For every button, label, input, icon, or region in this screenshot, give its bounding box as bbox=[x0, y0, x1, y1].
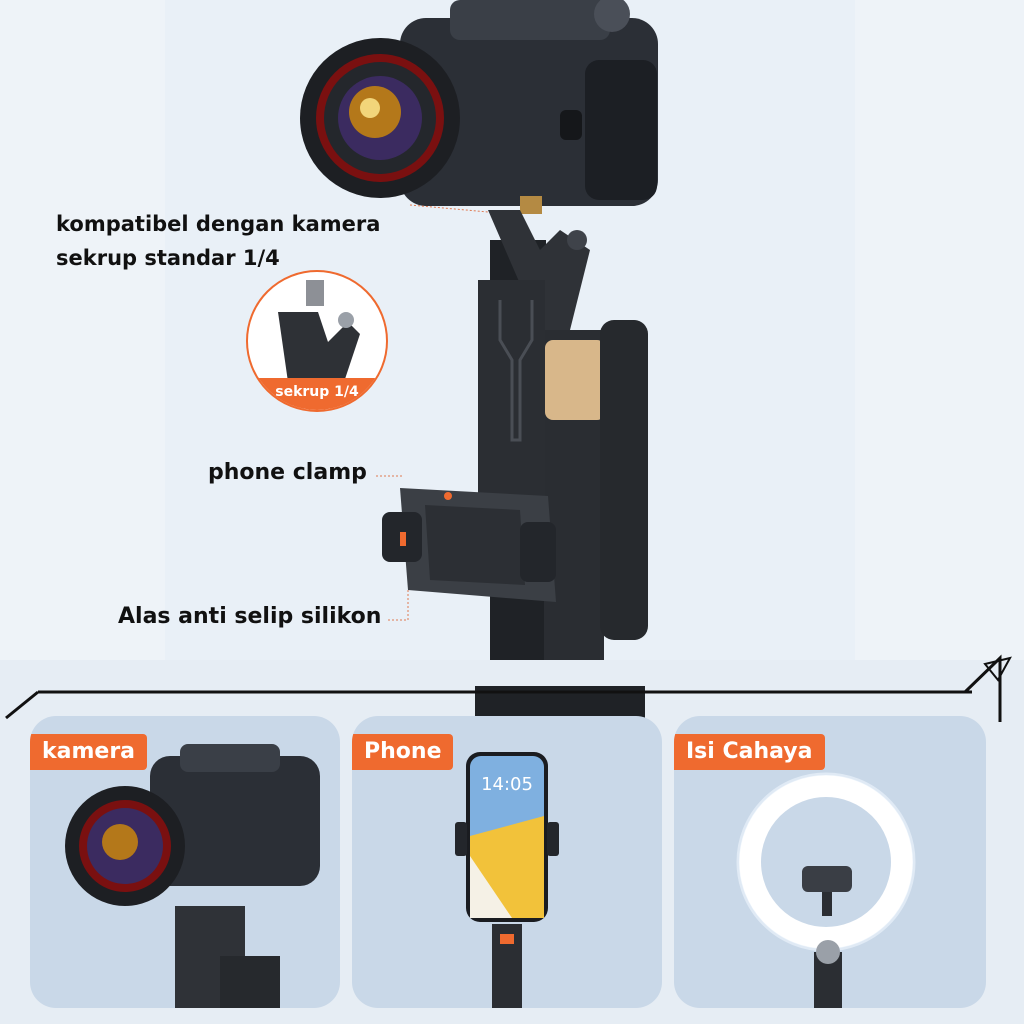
screw-compat-line2: sekrup standar 1/4 bbox=[56, 246, 280, 270]
phone-mode-illustration bbox=[455, 752, 559, 1008]
folding-mount bbox=[478, 210, 648, 640]
screw-compat-line1: kompatibel dengan kamera bbox=[56, 212, 381, 236]
card-tab-camera: kamera bbox=[30, 734, 148, 770]
mode-card-phone: 14:05 Phone bbox=[352, 716, 662, 1008]
phone-clamp-illustration bbox=[382, 488, 556, 602]
card-tab-fill-light: Isi Cahaya bbox=[674, 734, 825, 770]
mode-card-fill-light: Isi Cahaya bbox=[674, 716, 986, 1008]
ring-light-illustration bbox=[736, 772, 916, 1008]
camera-mode-illustration bbox=[65, 744, 320, 1008]
mode-card-camera: kamera bbox=[30, 716, 340, 1008]
tripod-illustration bbox=[300, 0, 658, 660]
phone-clamp-label: phone clamp bbox=[208, 460, 367, 485]
phone-screen-time: 14:05 bbox=[481, 774, 533, 795]
camera-illustration bbox=[300, 0, 658, 214]
card-tab-phone: Phone bbox=[352, 734, 454, 770]
screw-badge-label: sekrup 1/4 bbox=[248, 378, 386, 410]
screw-detail-badge: sekrup 1/4 bbox=[246, 270, 388, 412]
screw-mount-closeup bbox=[278, 280, 360, 382]
silicone-pad-label: Alas anti selip silikon bbox=[118, 604, 382, 629]
